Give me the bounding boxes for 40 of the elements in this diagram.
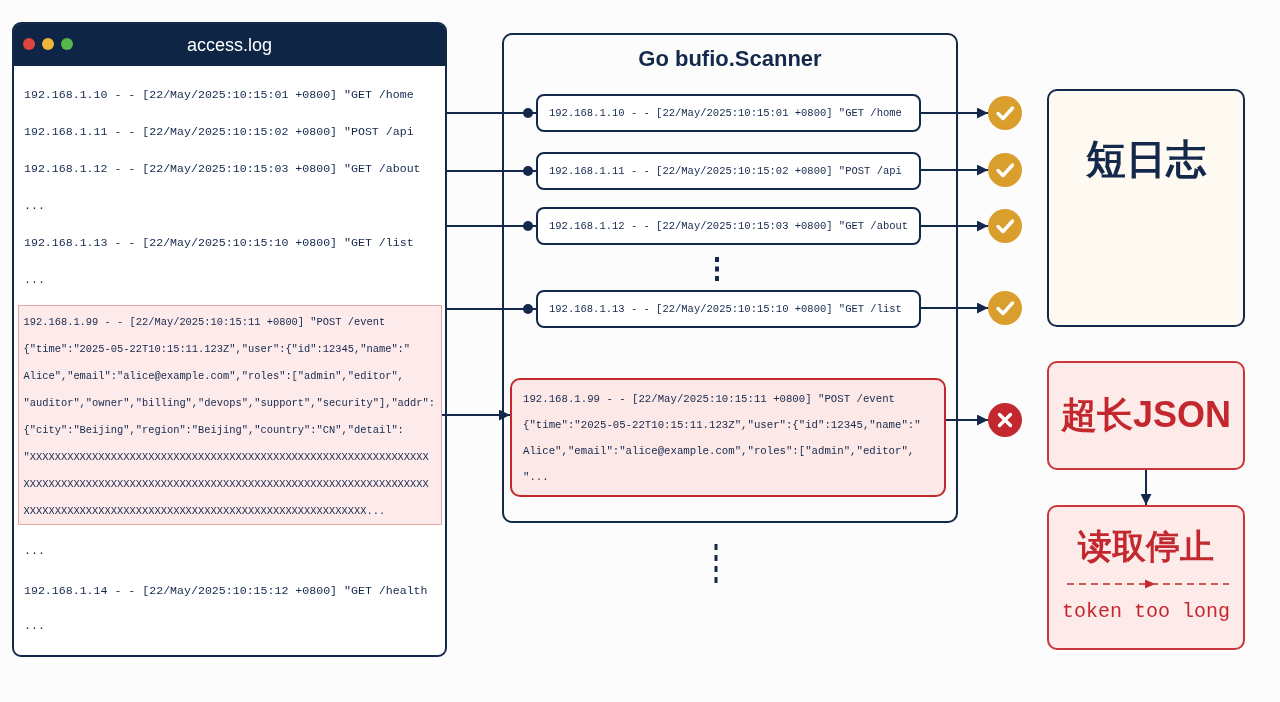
connector bbox=[446, 108, 537, 118]
arrow bbox=[920, 220, 989, 232]
panel-title: Go bufio.Scanner bbox=[638, 45, 822, 73]
scanner-panel bbox=[502, 33, 958, 523]
log-line: 192.168.1.12 - - [22/May/2025:10:15:03 +0800] "GET /about bbox=[24, 161, 421, 177]
error-box: 超长JSON bbox=[1047, 361, 1245, 470]
arrow bbox=[920, 302, 989, 314]
check-icon bbox=[988, 153, 1022, 187]
long-entry-box: 192.168.1.99 - - [22/May/2025:10:15:11 +0800] "POST /event {"time":"2025-05-22T10:15:11.123Z","user":{"id":12345,"name":" Alice","email":"alice@example.com","roles":["admin","editor", "... bbox=[510, 378, 946, 497]
log-line: 192.168.1.14 - - [22/May/2025:10:15:12 +0800] "GET /health bbox=[24, 583, 428, 599]
log-entry-box: 192.168.1.12 - - [22/May/2025:10:15:03 +0800] "GET /about bbox=[536, 207, 921, 245]
error-box bbox=[1047, 505, 1245, 650]
highlighted-log-entry: 192.168.1.99 - - [22/May/2025:10:15:11 +0800] "POST /event {"time":"2025-05-22T10:15:11.123Z","user":{"id":12345,"name":" Alice","email":"alice@example.com","roles":["admin","editor", "auditor","owner","billing","devops","support","security"],"addr": {"city":"Beijing","region":"Beijing","country":"CN","detail": "XXXXXXXXXXXXXXXXXXXXXXXXXXXXXXXXXXXXXXXXXXXXXXXXXXXXXXXXXXXXXXXX XXXXXXXXXXXXXXXXXXXXXXXXXXXXXXXXXXXXXXXXXXXXXXXXXXXXXXXXXXXXXXXXX XXXXXXXXXXXXXXXXXXXXXXXXXXXXXXXXXXXXXXXXXXXXXXXXXXXXXXX... bbox=[18, 305, 442, 525]
log-entry-box: 192.168.1.13 - - [22/May/2025:10:15:10 +0800] "GET /list bbox=[536, 290, 921, 328]
arrow bbox=[920, 164, 989, 176]
window-title: access.log bbox=[187, 34, 272, 56]
ellipsis: ... bbox=[24, 543, 45, 559]
arrow bbox=[920, 107, 989, 119]
check-icon bbox=[988, 96, 1022, 130]
log-line: 192.168.1.13 - - [22/May/2025:10:15:10 +0800] "GET /list bbox=[24, 235, 414, 251]
arrow bbox=[441, 409, 511, 421]
arrow bbox=[945, 414, 989, 426]
check-icon bbox=[988, 209, 1022, 243]
log-entry-box: 192.168.1.10 - - [22/May/2025:10:15:01 +0800] "GET /home bbox=[536, 94, 921, 132]
box-title: 读取停止 bbox=[1078, 526, 1214, 566]
ellipsis: ... bbox=[24, 272, 45, 288]
log-line: 192.168.1.10 - - [22/May/2025:10:15:01 +0800] "GET /home bbox=[24, 87, 414, 103]
log-entry-box: 192.168.1.11 - - [22/May/2025:10:15:02 +0800] "POST /api bbox=[536, 152, 921, 190]
log-line: 192.168.1.11 - - [22/May/2025:10:15:02 +0800] "POST /api bbox=[24, 124, 414, 140]
result-box: 短日志 bbox=[1047, 89, 1245, 327]
error-message: token too long bbox=[1062, 599, 1230, 625]
cross-icon bbox=[988, 403, 1022, 437]
ellipsis: ... bbox=[24, 618, 45, 634]
ellipsis: ... bbox=[24, 198, 45, 214]
check-icon bbox=[988, 291, 1022, 325]
arrow bbox=[1140, 469, 1152, 506]
connector bbox=[446, 166, 537, 176]
connector bbox=[446, 221, 537, 231]
connector bbox=[446, 304, 537, 314]
log-window bbox=[12, 22, 447, 657]
